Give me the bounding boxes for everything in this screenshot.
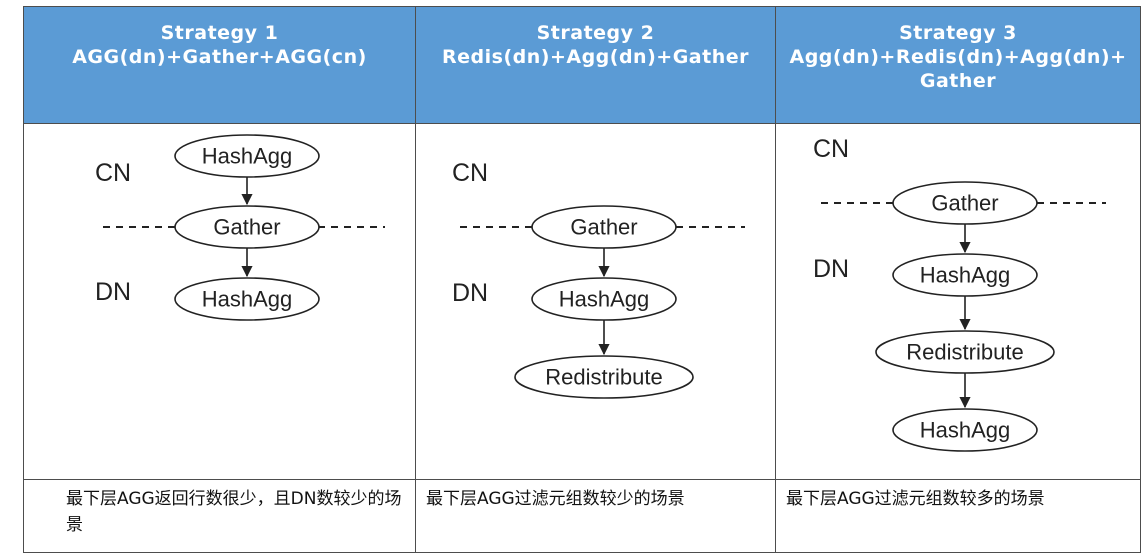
strategy-2-title: Strategy 2 xyxy=(536,22,655,44)
strategy-2-header: Strategy 2 Redis(dn)+Agg(dn)+Gather xyxy=(416,6,776,124)
strategy-3-node-3: Redistribute xyxy=(906,340,1023,365)
strategy-1-header: Strategy 1 AGG(dn)+Gather+AGG(cn) xyxy=(23,6,416,124)
strategy-1-title: Strategy 1 xyxy=(160,22,279,44)
strategy-2-formula: Redis(dn)+Agg(dn)+Gather xyxy=(442,46,749,68)
strategy-1-node-2: Gather xyxy=(213,215,280,240)
strategy-1-node-1: HashAgg xyxy=(202,144,293,169)
strategy-3-node-1: Gather xyxy=(931,191,998,216)
strategy-2-node-3-shape xyxy=(514,355,694,399)
strategy-1-node-3-shape xyxy=(174,277,320,321)
strategy-1-description-cell: 最下层AGG返回行数很少，且DN数较少的场景 xyxy=(23,480,416,553)
strategy-2-diagram: CN DN Gather HashAgg Redistribute xyxy=(452,159,745,399)
strategy-2-diagram-cell xyxy=(416,124,776,480)
strategy-1-lane-dn: DN xyxy=(95,278,131,306)
strategy-3-node-4-shape xyxy=(892,408,1038,452)
strategy-3-formula: Agg(dn)+Redis(dn)+Agg(dn)+ xyxy=(789,46,1127,68)
strategy-1-node-3: HashAgg xyxy=(202,287,293,312)
strategy-3-formula-cont: Gather xyxy=(919,70,997,92)
strategy-3-lane-dn: DN xyxy=(813,255,849,283)
strategy-3-description: 最下层AGG过滤元组数较多的场景 xyxy=(786,489,1045,509)
strategy-1-description: 最下层AGG返回行数很少，且DN数较少的场景 xyxy=(66,489,402,535)
strategy-2-description: 最下层AGG过滤元组数较少的场景 xyxy=(426,489,685,509)
strategy-1-diagram: CN DN HashAgg Gather HashAgg xyxy=(95,134,385,321)
strategy-3-description-cell: 最下层AGG过滤元组数较多的场景 xyxy=(776,480,1141,553)
strategy-3-lane-cn: CN xyxy=(813,135,849,163)
strategy-3-title: Strategy 3 xyxy=(899,22,1017,44)
strategy-2-node-3: Redistribute xyxy=(545,365,662,390)
strategy-1-formula: AGG(dn)+Gather+AGG(cn) xyxy=(72,46,367,68)
strategy-2-node-1: Gather xyxy=(570,215,637,240)
strategy-3-header: Strategy 3 Agg(dn)+Redis(dn)+Agg(dn)+ Ga… xyxy=(776,6,1141,124)
strategy-1-diagram-cell xyxy=(23,124,416,480)
strategy-3-diagram: CN DN Gather HashAgg Redistribute HashAg… xyxy=(813,135,1106,452)
strategy-2-node-2: HashAgg xyxy=(559,287,650,312)
strategy-3-node-4: HashAgg xyxy=(920,418,1011,443)
strategy-1-lane-cn: CN xyxy=(95,159,131,187)
strategy-2-lane-dn: DN xyxy=(452,279,488,307)
strategy-3-node-2: HashAgg xyxy=(920,263,1011,288)
strategy-2-lane-cn: CN xyxy=(452,159,488,187)
strategy-3-diagram-cell xyxy=(776,124,1141,480)
strategy-2-description-cell: 最下层AGG过滤元组数较少的场景 xyxy=(416,480,776,553)
